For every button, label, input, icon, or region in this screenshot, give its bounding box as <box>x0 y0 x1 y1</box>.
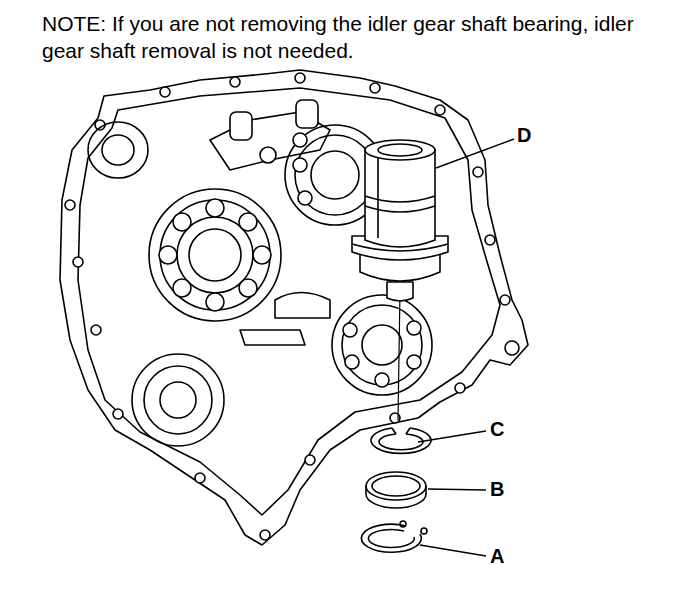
gasket-face <box>78 88 500 515</box>
callout-letter: D <box>517 124 547 146</box>
bearing-lower-right <box>332 295 432 395</box>
bearing-left-upper <box>88 122 148 178</box>
shift-mechanism <box>210 100 330 170</box>
callout-letter: B <box>490 478 520 500</box>
bolt-holes <box>65 73 519 540</box>
idler-gear-shaft <box>352 140 448 301</box>
bearing-lower-left <box>132 354 224 446</box>
bearing-b <box>366 472 426 508</box>
case-opening <box>275 293 330 319</box>
snap-ring-a <box>361 521 427 552</box>
case-outline <box>60 70 528 545</box>
callout-letter: A <box>490 545 520 567</box>
note-text: NOTE: If you are not removing the idler … <box>42 10 642 64</box>
center-line <box>398 290 400 420</box>
rib <box>240 330 305 345</box>
callout-letter: C <box>490 418 520 440</box>
bearing-main <box>149 189 281 321</box>
